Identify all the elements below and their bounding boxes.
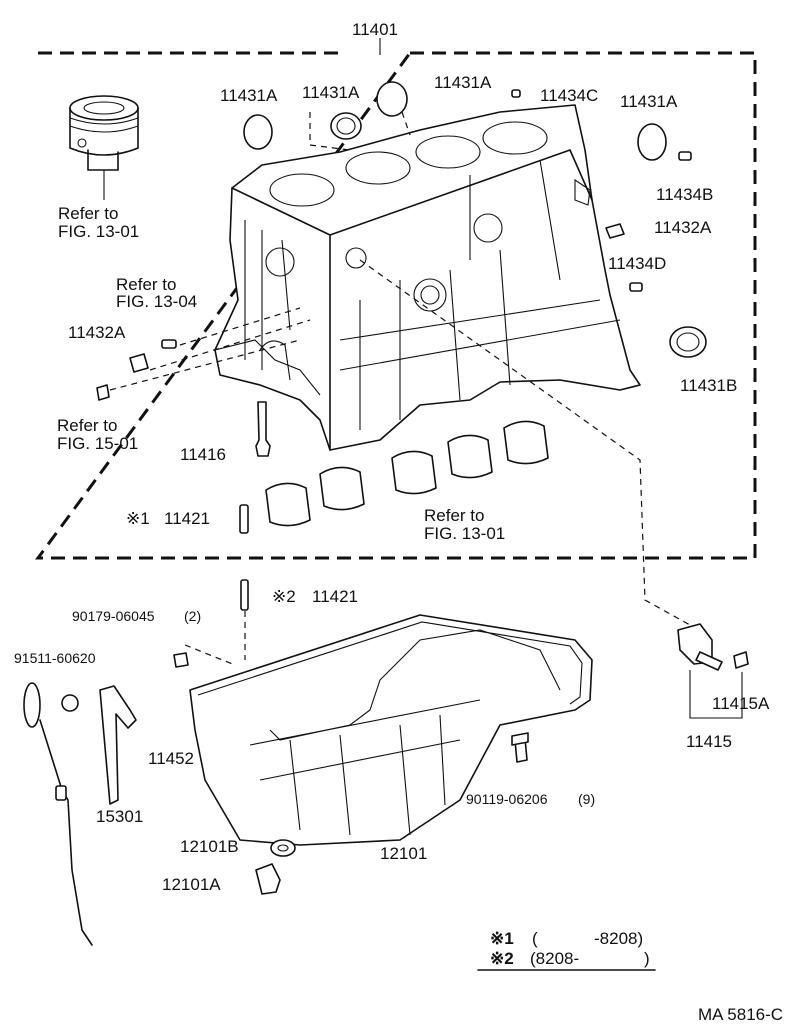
label-90119-qty: (9)	[578, 791, 596, 807]
label-90179-06045: 90179-06045	[72, 608, 155, 624]
legend-mark-2: ※2	[490, 949, 514, 968]
label-11434d: 11434D	[608, 254, 667, 273]
label-11434c: 11434C	[540, 86, 599, 105]
plug-11431a-icons	[243, 81, 667, 161]
label-11415a: 11415A	[712, 694, 770, 713]
label-11421-1: 11421	[164, 509, 211, 528]
drain-gasket-icon	[270, 839, 296, 857]
ref-piston-line2: FIG. 13-01	[58, 222, 140, 241]
label-11431a-3: 11431A	[434, 73, 492, 92]
label-11431a-2: 11431A	[302, 83, 360, 102]
label-12101a: 12101A	[162, 875, 221, 894]
label-11421-2: 11421	[312, 587, 359, 606]
legend-row1-range: -8208)	[594, 929, 644, 948]
ref-bearing-line2: FIG. 13-01	[424, 524, 506, 543]
ref-piston-line1: Refer to	[58, 204, 119, 223]
label-90179-qty: (2)	[184, 608, 202, 624]
piston-icon	[69, 95, 139, 200]
legend-row2-close: )	[644, 949, 650, 968]
oil-pressure-sensor-icon	[677, 623, 749, 719]
label-11431a-4: 11431A	[620, 92, 678, 111]
gasket-91511-icon	[61, 694, 79, 712]
bearing-caps-icon	[265, 420, 549, 527]
ref-plug-line2: FIG. 15-01	[57, 434, 139, 453]
ref-pin-line2: FIG. 13-04	[116, 292, 198, 311]
mark-1: ※1	[126, 509, 150, 528]
cylinder-block-icon	[214, 104, 641, 451]
label-11431a-1: 11431A	[220, 86, 278, 105]
pan-bolt-icon	[511, 732, 529, 763]
mark-2: ※2	[272, 587, 296, 606]
label-12101b: 12101B	[180, 837, 239, 856]
label-90119-06206: 90119-06206	[466, 791, 548, 807]
stud-11421-icons	[239, 504, 249, 611]
label-12101: 12101	[380, 844, 428, 863]
label-11401: 11401	[352, 20, 399, 39]
ref-pin-line1: Refer to	[116, 275, 177, 294]
legend-mark-1: ※1	[490, 929, 514, 948]
stud-11416-icon	[255, 401, 271, 457]
label-11431b: 11431B	[680, 376, 738, 395]
label-11415: 11415	[686, 732, 733, 751]
label-11432a-left: 11432A	[68, 323, 126, 342]
ref-bearing-line1: Refer to	[424, 506, 485, 525]
plug-11431b-icon	[669, 326, 707, 358]
label-11432a-right: 11432A	[654, 218, 712, 237]
oil-pan-icon	[189, 614, 593, 846]
gasket-90179-icon	[173, 652, 189, 668]
label-11416: 11416	[180, 445, 227, 464]
assembly-frame	[35, 38, 757, 560]
label-11434b: 11434B	[656, 185, 714, 204]
legend-row1-open: (	[532, 929, 538, 948]
oil-level-gauge-icon	[23, 682, 93, 946]
plug-11432a-icons	[129, 223, 625, 373]
pin-icons	[96, 89, 692, 401]
label-91511-60620: 91511-60620	[14, 650, 96, 666]
label-11452: 11452	[148, 749, 195, 768]
legend-row2-range: (8208-	[530, 949, 580, 968]
ref-plug-line1: Refer to	[57, 416, 118, 435]
label-15301: 15301	[96, 807, 144, 826]
leader-dashes	[109, 259, 691, 666]
dipstick-guide-icon	[99, 685, 137, 805]
drain-plug-icon	[255, 863, 281, 895]
figure-code: MA 5816-C	[698, 1005, 784, 1024]
